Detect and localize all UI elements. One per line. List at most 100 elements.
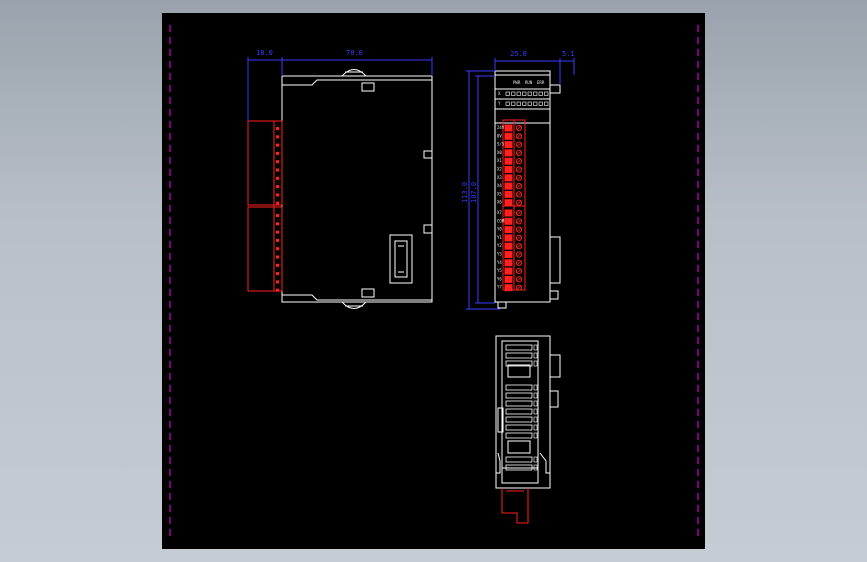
terminal-screw <box>515 234 523 241</box>
front-pin <box>276 288 279 292</box>
terminal-label: Y1 <box>497 235 502 240</box>
led-indicator <box>533 91 538 96</box>
dim-height-inner: 107.0 <box>470 182 478 203</box>
terminal-slot <box>504 209 513 217</box>
terminal-slot <box>504 174 513 182</box>
front-view <box>281 69 433 309</box>
terminal-screw <box>515 259 523 266</box>
top-slot-tab <box>533 424 538 431</box>
terminal-slot <box>504 182 513 190</box>
top-slot-tab <box>533 360 538 367</box>
terminal-slot <box>504 267 513 275</box>
terminal-slot <box>504 251 513 258</box>
front-terminal-blocks <box>247 120 283 292</box>
terminal-label: Y5 <box>497 268 502 273</box>
indicator-row-label: X <box>498 91 501 96</box>
screw-slot <box>517 159 521 163</box>
dim-side-offset: 5.1 <box>562 50 575 58</box>
led-indicator <box>511 91 516 96</box>
top-view-red-tab <box>501 488 529 524</box>
terminal-label: X1 <box>497 158 502 163</box>
terminal-screw <box>515 276 523 283</box>
screw-slot <box>517 219 521 224</box>
front-pin <box>276 143 279 147</box>
screw-slot <box>517 261 521 265</box>
screw-slot <box>517 269 521 273</box>
terminal-slot <box>504 141 513 149</box>
terminal-slot <box>504 190 513 198</box>
top-slot-tab <box>533 408 538 415</box>
terminal-slot <box>504 166 513 173</box>
front-expansion-connector <box>389 234 413 284</box>
screw-slot <box>517 227 521 232</box>
terminal-label: Y2 <box>497 243 502 248</box>
terminal-label: X5 <box>497 191 502 196</box>
front-pin <box>276 222 279 226</box>
dim-left-width: 18.0 <box>256 49 273 57</box>
top-slot <box>505 456 533 463</box>
terminal-slot <box>504 259 513 267</box>
terminal-screw <box>515 191 523 198</box>
front-pin <box>276 280 279 284</box>
terminal-label: X3 <box>497 175 502 180</box>
terminal-label: X0 <box>497 150 502 155</box>
top-slot-tab <box>533 456 538 463</box>
terminal-screw <box>515 124 523 132</box>
terminal-screw <box>515 209 523 217</box>
led-indicator <box>538 91 543 96</box>
screw-slot <box>517 252 521 257</box>
side-terminals: 24V0VS/SX0X1X2X3X4X5X6X7COMY0Y1Y2Y3Y4Y5Y… <box>497 124 523 292</box>
front-terminal-pins <box>276 127 279 292</box>
top-slot <box>505 408 533 415</box>
top-body <box>495 335 551 489</box>
led-indicator <box>522 101 527 106</box>
led-indicator <box>522 91 527 96</box>
screw-slot <box>517 134 521 139</box>
screw-slot <box>517 176 521 180</box>
front-pin <box>276 193 279 197</box>
terminal-slot <box>504 217 513 225</box>
terminal-label: X7 <box>497 210 502 215</box>
terminal-screw <box>515 149 523 156</box>
screw-slot <box>517 167 521 172</box>
dim-side-width: 25.0 <box>510 50 527 58</box>
led-indicator <box>527 91 532 96</box>
screw-slot <box>517 142 521 147</box>
front-pin <box>276 127 279 130</box>
indicator-label: PWR <box>513 80 521 85</box>
terminal-slot <box>504 132 513 140</box>
led-indicator <box>533 101 538 106</box>
top-view-slots <box>505 344 538 471</box>
terminal-screw <box>515 268 523 275</box>
top-slot <box>505 400 533 407</box>
front-pin <box>276 238 279 242</box>
led-indicator <box>511 101 516 106</box>
terminal-slot <box>504 157 513 165</box>
terminal-label: Y3 <box>497 252 502 257</box>
terminal-label: S/S <box>497 142 505 147</box>
led-indicator <box>544 91 549 96</box>
front-dimensions <box>247 57 433 121</box>
terminal-screw <box>515 218 523 225</box>
led-indicator <box>505 101 510 106</box>
screw-slot <box>517 244 521 248</box>
terminal-screw <box>515 199 523 206</box>
front-bottom-latch <box>341 301 367 309</box>
screw-slot <box>517 285 521 290</box>
top-slot <box>505 352 533 359</box>
front-pin <box>276 135 279 139</box>
terminal-slot <box>504 275 513 283</box>
terminal-slot <box>504 242 513 250</box>
top-view <box>495 335 561 489</box>
front-pin <box>276 176 279 180</box>
front-pin <box>276 214 279 217</box>
side-terminal-column <box>502 119 526 291</box>
top-slot-tab <box>533 344 538 351</box>
top-slot <box>505 432 533 439</box>
top-slot-tab <box>533 464 538 471</box>
screw-slot <box>517 236 521 240</box>
top-slot-tab <box>533 352 538 359</box>
front-pin <box>276 151 279 155</box>
